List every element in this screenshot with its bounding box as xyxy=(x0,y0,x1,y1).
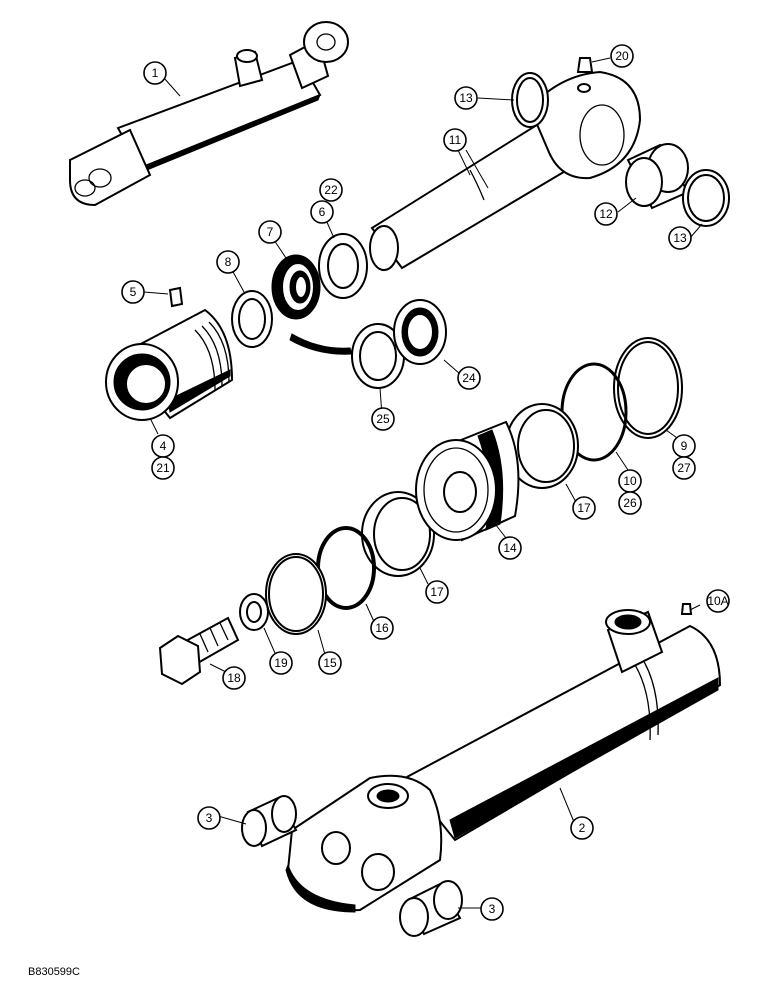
svg-text:25: 25 xyxy=(376,412,390,426)
callout-21: 21 xyxy=(151,456,175,480)
svg-text:14: 14 xyxy=(503,541,517,555)
callout-8: 8 xyxy=(216,250,240,274)
barrel-2 xyxy=(285,609,722,913)
grease-fitting xyxy=(576,57,594,73)
svg-text:13: 13 xyxy=(459,91,473,105)
svg-text:10A: 10A xyxy=(707,594,728,608)
callout-25: 25 xyxy=(371,407,395,431)
callout-17a: 17 xyxy=(572,496,596,520)
callout-19: 19 xyxy=(269,651,293,675)
assembled-cylinder xyxy=(69,21,349,207)
piston-14 xyxy=(415,420,520,542)
svg-text:8: 8 xyxy=(225,255,232,269)
bolt-18 xyxy=(158,616,240,686)
seal-24 xyxy=(393,299,447,365)
callout-17b: 17 xyxy=(425,580,449,604)
svg-text:26: 26 xyxy=(623,496,637,510)
svg-text:1: 1 xyxy=(152,66,159,80)
callout-13b: 13 xyxy=(668,226,692,250)
svg-text:17: 17 xyxy=(430,585,444,599)
callout-10A: 10A xyxy=(706,589,730,613)
svg-text:2: 2 xyxy=(579,821,586,835)
callout-5: 5 xyxy=(121,280,145,304)
callout-24: 24 xyxy=(457,366,481,390)
callout-2: 2 xyxy=(570,816,594,840)
callout-12: 12 xyxy=(594,202,618,226)
svg-text:13: 13 xyxy=(673,231,687,245)
svg-text:5: 5 xyxy=(130,285,137,299)
diagram-reference: B830599C xyxy=(28,966,80,978)
wear-ring-6 xyxy=(318,233,368,299)
wear-ring-17b xyxy=(361,491,435,577)
snap-ring-13b xyxy=(682,169,730,227)
callout-20: 20 xyxy=(610,44,634,68)
svg-text:4: 4 xyxy=(160,439,167,453)
callout-26: 26 xyxy=(618,491,642,515)
svg-text:3: 3 xyxy=(489,902,496,916)
callout-1: 1 xyxy=(143,61,167,85)
callout-14: 14 xyxy=(498,536,522,560)
wear-ring-17a xyxy=(505,403,579,489)
svg-text:10: 10 xyxy=(623,474,637,488)
fitting-10A xyxy=(680,603,693,615)
gland-4 xyxy=(105,308,234,421)
svg-text:17: 17 xyxy=(577,501,591,515)
callout-11: 11 xyxy=(443,128,467,152)
callout-13a: 13 xyxy=(454,86,478,110)
callout-3a: 3 xyxy=(197,806,221,830)
svg-text:7: 7 xyxy=(267,225,274,239)
piston-rod xyxy=(369,70,642,271)
svg-text:21: 21 xyxy=(156,461,170,475)
washer-19 xyxy=(239,593,269,631)
backup-ring-9 xyxy=(613,337,683,439)
bushing-3a xyxy=(241,795,298,848)
snap-ring-13a xyxy=(511,72,549,128)
svg-text:11: 11 xyxy=(449,133,462,147)
callout-22: 22 xyxy=(319,178,343,202)
svg-text:6: 6 xyxy=(319,205,326,219)
callout-4: 4 xyxy=(151,434,175,458)
callout-10: 10 xyxy=(618,469,642,493)
bushing-12 xyxy=(625,143,690,210)
svg-text:18: 18 xyxy=(227,671,241,685)
svg-text:24: 24 xyxy=(462,371,476,385)
callout-18: 18 xyxy=(222,666,246,690)
svg-text:3: 3 xyxy=(206,811,213,825)
callout-16: 16 xyxy=(370,616,394,640)
seal-25 xyxy=(351,323,405,389)
svg-text:15: 15 xyxy=(323,656,337,670)
callout-7: 7 xyxy=(258,220,282,244)
rod-seal-7 xyxy=(271,254,321,320)
setscrew-5 xyxy=(168,286,184,308)
callout-15: 15 xyxy=(318,651,342,675)
svg-text:12: 12 xyxy=(599,207,613,221)
svg-text:19: 19 xyxy=(274,656,288,670)
svg-text:27: 27 xyxy=(677,461,691,475)
callout-27: 27 xyxy=(672,456,696,480)
callout-9: 9 xyxy=(672,434,696,458)
callout-6: 6 xyxy=(310,200,334,224)
svg-text:9: 9 xyxy=(681,439,688,453)
callout-3b: 3 xyxy=(480,897,504,921)
bushing-3b xyxy=(399,880,463,937)
ring-15 xyxy=(265,553,327,635)
backup-ring-8 xyxy=(231,290,273,348)
svg-text:20: 20 xyxy=(615,49,629,63)
svg-text:16: 16 xyxy=(375,621,389,635)
svg-text:22: 22 xyxy=(324,183,338,197)
